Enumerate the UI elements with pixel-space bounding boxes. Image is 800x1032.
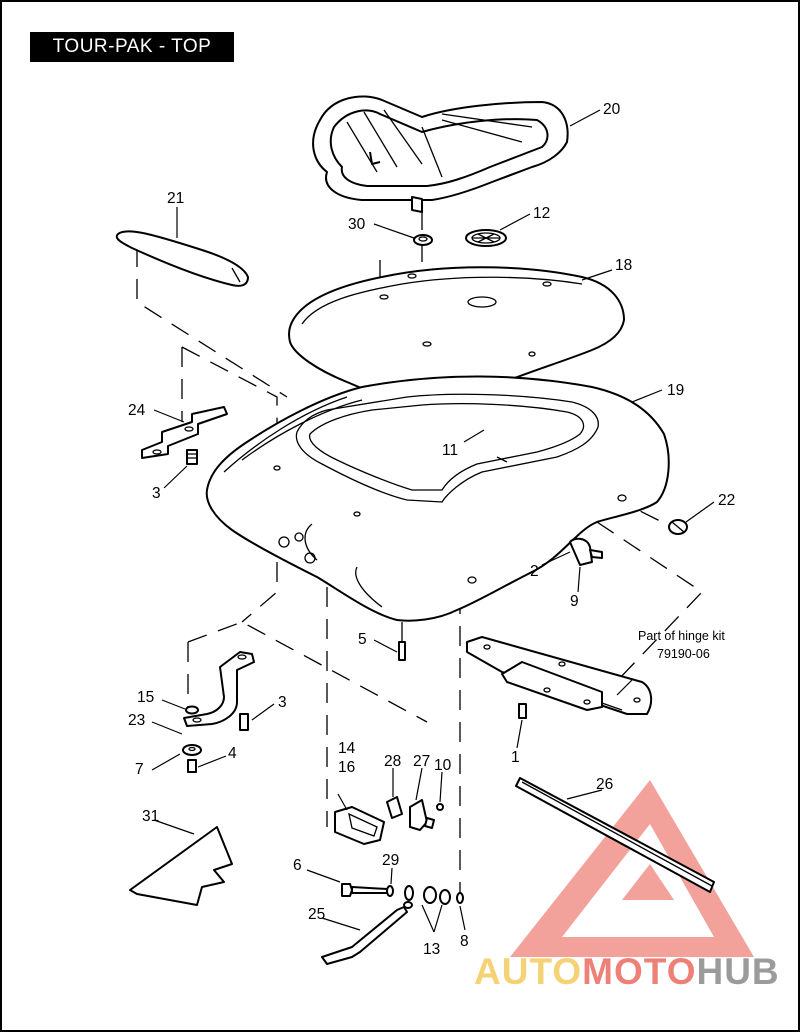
grommet-part bbox=[569, 537, 603, 566]
callout-4: 4 bbox=[228, 745, 237, 762]
callout-10: 10 bbox=[434, 757, 452, 774]
callout-2: 2 bbox=[530, 563, 539, 580]
latch-plate-part bbox=[334, 806, 385, 845]
screw-part bbox=[186, 449, 198, 465]
callout-19: 19 bbox=[667, 382, 684, 399]
weather-strip-part bbox=[515, 777, 715, 893]
lid-top-part bbox=[287, 266, 625, 415]
callout-23: 23 bbox=[128, 712, 145, 729]
callout-30: 30 bbox=[348, 216, 366, 233]
callout-1: 1 bbox=[511, 749, 520, 766]
callout-3-upper: 3 bbox=[152, 485, 161, 502]
callout-16: 16 bbox=[338, 759, 355, 776]
hinge-kit-note-line2: 79190-06 bbox=[657, 647, 710, 661]
callout-leader-lines bbox=[151, 109, 715, 933]
side-panel-part bbox=[129, 826, 233, 906]
watermark-text: AUTOMOTOHUB bbox=[474, 951, 780, 992]
callout-6: 6 bbox=[293, 857, 302, 874]
bracket-part bbox=[141, 406, 228, 459]
callout-24: 24 bbox=[128, 402, 146, 419]
callout-18: 18 bbox=[615, 257, 632, 274]
callout-20: 20 bbox=[603, 101, 621, 118]
svg-text:AUTOMOTOHUB: AUTOMOTOHUB bbox=[474, 951, 780, 992]
washer-part bbox=[182, 705, 249, 773]
bolt-assembly-part bbox=[341, 883, 464, 905]
callout-31: 31 bbox=[142, 808, 159, 825]
watermark-moto: MOTO bbox=[582, 951, 696, 992]
callout-labels: 20 21 30 12 18 19 24 3 11 22 2 9 5 15 3 … bbox=[128, 101, 735, 958]
mounting-bracket-part bbox=[183, 651, 255, 727]
luggage-rack-part bbox=[312, 95, 569, 213]
callout-9: 9 bbox=[570, 593, 579, 610]
callout-27: 27 bbox=[413, 753, 430, 770]
callout-14: 14 bbox=[338, 740, 356, 757]
callout-15: 15 bbox=[137, 689, 154, 706]
hinge-plate-part bbox=[466, 636, 653, 715]
trim-strip-part bbox=[115, 230, 249, 287]
screw-part-1 bbox=[518, 703, 527, 719]
callout-7: 7 bbox=[135, 761, 144, 778]
hinge-kit-note-line1: Part of hinge kit bbox=[638, 629, 725, 643]
callout-8: 8 bbox=[460, 933, 469, 950]
callout-11: 11 bbox=[442, 442, 458, 459]
callout-25: 25 bbox=[308, 906, 325, 923]
latch-pieces-part bbox=[386, 796, 444, 831]
watermark-hub: HUB bbox=[696, 951, 779, 992]
lid-body-part bbox=[205, 375, 670, 622]
callout-3-lower: 3 bbox=[278, 694, 287, 711]
callout-5: 5 bbox=[358, 631, 367, 648]
screw-part-5 bbox=[398, 641, 406, 661]
bumper-part bbox=[668, 519, 688, 535]
callout-12: 12 bbox=[533, 205, 550, 222]
callout-28: 28 bbox=[384, 753, 401, 770]
callout-22: 22 bbox=[718, 492, 735, 509]
callout-13: 13 bbox=[423, 941, 440, 958]
callout-29: 29 bbox=[382, 852, 399, 869]
callout-26: 26 bbox=[596, 776, 613, 793]
page-title: TOUR-PAK - TOP bbox=[30, 32, 234, 62]
emblem-part bbox=[465, 229, 507, 247]
nut-part bbox=[413, 234, 433, 246]
watermark-logo-shape bbox=[510, 780, 754, 957]
watermark-auto: AUTO bbox=[474, 951, 582, 992]
callout-21: 21 bbox=[167, 190, 184, 207]
lid-stay-cable-part bbox=[321, 901, 413, 965]
